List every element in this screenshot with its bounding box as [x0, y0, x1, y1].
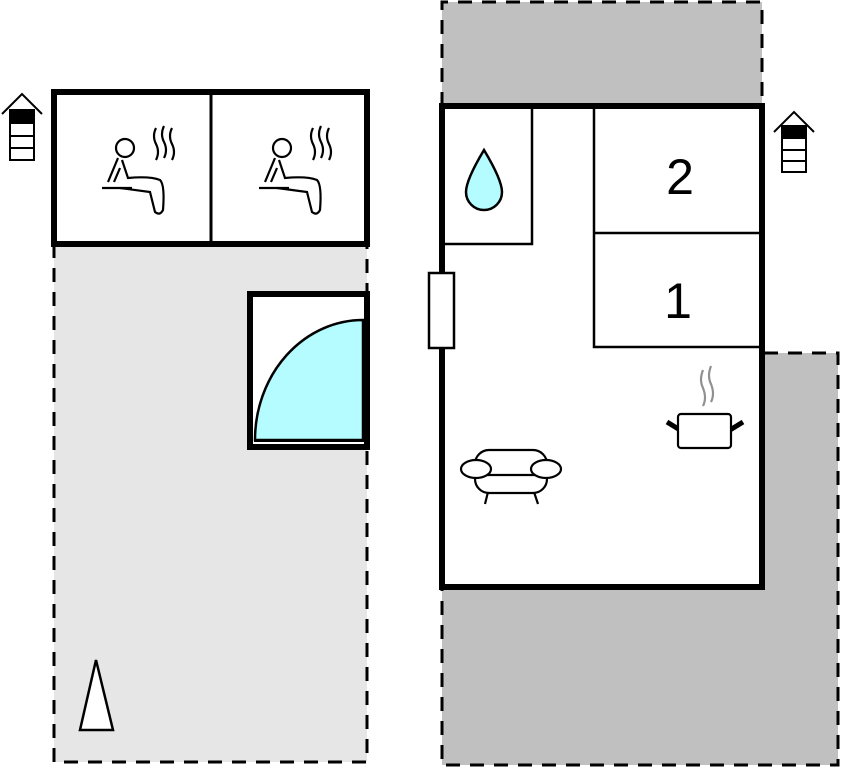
top-terrace: [440, 0, 764, 106]
north-arrow-icon: [78, 659, 115, 732]
sauna-icon: [102, 125, 176, 215]
bedroom-2-label: 2: [666, 149, 694, 205]
sauna-building: [51, 89, 370, 247]
water-drop-icon: [464, 147, 504, 212]
entrance-door: [427, 271, 456, 350]
floor-level-icon: [773, 110, 815, 173]
sofa-icon: [459, 448, 563, 505]
bottom-terrace: [440, 351, 840, 767]
kitchen-pot-icon: [665, 365, 745, 450]
hot-tub-icon: [247, 291, 370, 450]
sauna-icon: [259, 125, 333, 215]
bedroom-1-label: 1: [664, 273, 692, 329]
floor-level-icon: [1, 92, 43, 161]
